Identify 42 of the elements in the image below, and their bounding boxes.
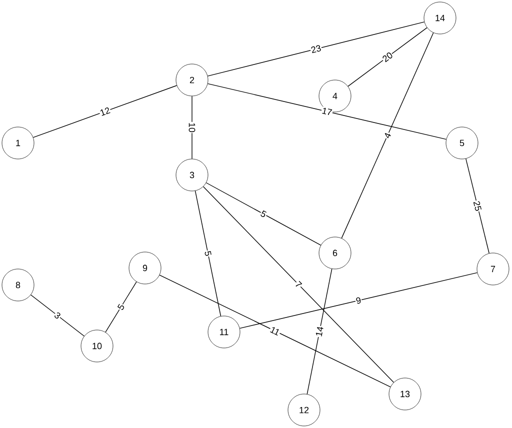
graph-node: 14: [424, 2, 456, 34]
graph-node: 2: [176, 64, 208, 96]
edge-label: 25: [473, 201, 482, 211]
edge-label: 5: [260, 210, 267, 218]
edge-label: 12: [100, 108, 110, 116]
edge-label: 14: [316, 327, 324, 336]
edge-line: [348, 27, 428, 87]
graph-node: 11: [208, 316, 240, 348]
edge-line: [207, 22, 425, 76]
graph-node: 8: [2, 268, 34, 302]
edge-line: [239, 272, 478, 329]
edge-label: 3: [54, 312, 60, 319]
graph-node: 9: [128, 252, 162, 284]
edge-line: [30, 294, 85, 336]
edge-line: [202, 186, 394, 383]
edge-line: [194, 190, 222, 316]
edge-line: [466, 158, 490, 254]
edge-label: 5: [204, 251, 212, 256]
edge-label: 11: [270, 327, 279, 336]
edge-line: [159, 274, 391, 388]
edge-line: [207, 83, 447, 140]
edge-line: [341, 32, 434, 239]
edge-label: 20: [382, 52, 392, 62]
graph-node: 12: [288, 394, 320, 426]
graph-node: 7: [476, 252, 510, 286]
edge-line: [206, 182, 322, 246]
graph-node: 10: [80, 330, 114, 362]
edge-label: 7: [296, 280, 302, 287]
graph-node: 6: [318, 236, 352, 270]
graph-node: 5: [446, 126, 478, 160]
edge-label: 5: [117, 304, 124, 310]
edge-label: 10: [188, 123, 196, 132]
edge-label: 4: [384, 132, 391, 138]
edge-label: 23: [311, 45, 321, 54]
graph-node: 13: [388, 378, 422, 410]
edge-label: 17: [322, 108, 332, 116]
edge-line: [105, 281, 137, 333]
graph-node: 1: [2, 126, 34, 160]
graph-node: 3: [176, 158, 208, 192]
edge-line: [32, 85, 178, 138]
edge-line: [306, 268, 332, 394]
edge-label: 9: [356, 297, 361, 304]
